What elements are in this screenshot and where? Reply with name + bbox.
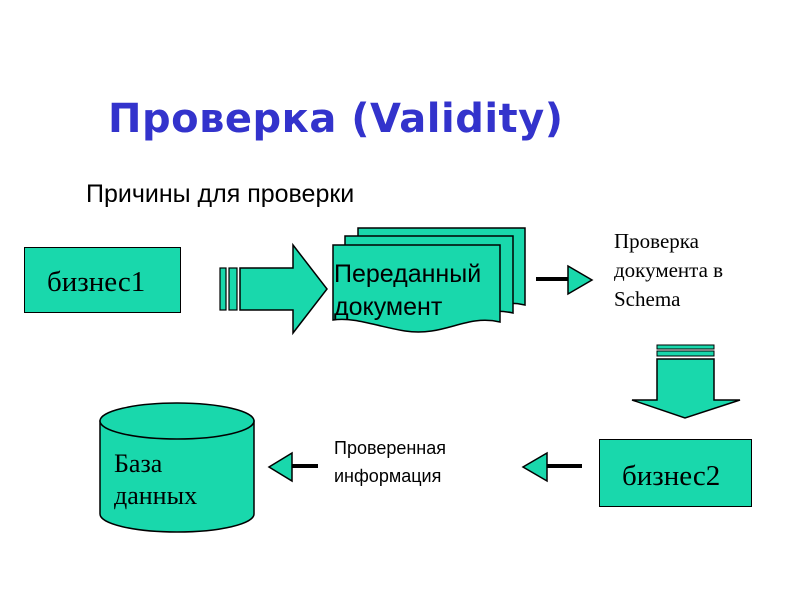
business2-box: бизнес2 <box>599 439 752 507</box>
slide-title: Проверка (Validity) <box>108 96 564 142</box>
checked-info-line1: Проверенная <box>334 438 446 458</box>
small-arrow-right <box>536 264 594 296</box>
document-label-line2: документ <box>334 293 443 321</box>
small-arrow-left-1 <box>521 451 582 483</box>
checked-info-label: Проверенная информация <box>334 434 446 490</box>
database-label: База данных <box>114 448 197 512</box>
block-arrow-right <box>219 242 328 336</box>
schema-check-line1: Проверка <box>614 229 699 253</box>
slide-subtitle: Причины для проверки <box>86 180 355 208</box>
document-label: Переданный документ <box>334 258 481 324</box>
block-arrow-down <box>631 344 741 419</box>
document-label-line1: Переданный <box>334 260 482 288</box>
schema-check-label: Проверка документа в Schema <box>614 227 723 314</box>
document-stack-shape <box>332 227 526 333</box>
small-arrow-left-2 <box>267 451 318 483</box>
database-cylinder-shape <box>99 402 255 533</box>
business1-box: бизнес1 <box>24 247 181 313</box>
database-label-line2: данных <box>114 481 198 510</box>
checked-info-line2: информация <box>334 466 442 486</box>
database-label-line1: База <box>114 449 163 478</box>
schema-check-line3: Schema <box>614 287 681 311</box>
schema-check-line2: документа в <box>614 258 724 282</box>
